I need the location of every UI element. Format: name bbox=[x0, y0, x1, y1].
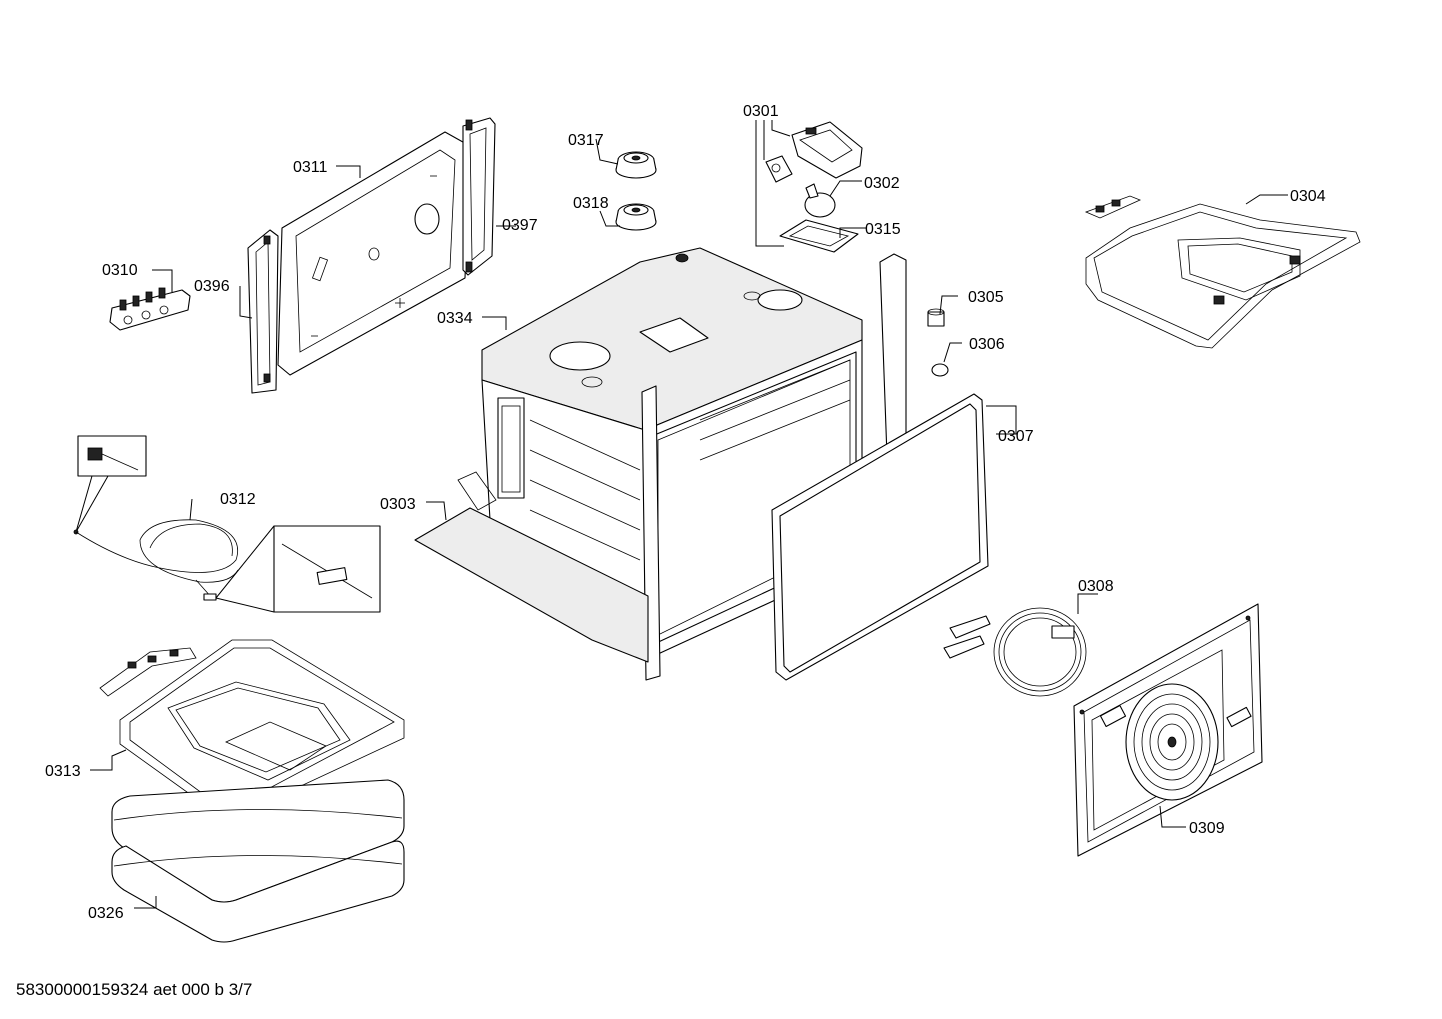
part-0396-frame-seal bbox=[247, 229, 279, 394]
part-0310-terminal-block bbox=[109, 287, 191, 331]
part-0302-lamp-bulb bbox=[804, 183, 836, 218]
label-0334: 0334 bbox=[437, 310, 473, 327]
label-0304: 0304 bbox=[1290, 188, 1326, 205]
leader-lines bbox=[90, 120, 1288, 909]
part-number-labels: 0311 0397 0310 0396 0317 0318 0301 0302 … bbox=[45, 103, 1326, 922]
part-0317-fan-hub bbox=[615, 151, 657, 179]
part-0312-temperature-sensor bbox=[73, 435, 381, 613]
label-0315: 0315 bbox=[865, 221, 901, 238]
label-0312: 0312 bbox=[220, 491, 256, 508]
part-0315-lamp-glass bbox=[779, 219, 859, 253]
part-0311-rear-panel bbox=[277, 131, 471, 376]
label-0308: 0308 bbox=[1078, 578, 1114, 595]
label-0311: 0311 bbox=[293, 159, 328, 176]
part-0397-frame-seal bbox=[462, 117, 496, 276]
label-0309: 0309 bbox=[1189, 820, 1225, 837]
drawing-reference-footer: 58300000159324 aet 000 b 3/7 bbox=[16, 980, 253, 999]
part-0305-lamp-socket bbox=[927, 308, 945, 327]
label-0326: 0326 bbox=[88, 905, 124, 922]
part-0306-cap bbox=[931, 363, 949, 377]
label-0397: 0397 bbox=[502, 217, 538, 234]
part-0326-insulation-mat bbox=[111, 779, 405, 943]
part-0308-ring-heating-element bbox=[943, 607, 1087, 697]
label-0301: 0301 bbox=[743, 103, 779, 120]
label-0302: 0302 bbox=[864, 175, 900, 192]
label-0307: 0307 bbox=[998, 428, 1034, 445]
part-0307-door-seal bbox=[771, 393, 989, 681]
label-0313: 0313 bbox=[45, 763, 81, 780]
label-0317: 0317 bbox=[568, 132, 604, 149]
label-0305: 0305 bbox=[968, 289, 1004, 306]
part-0313-bottom-heating-element bbox=[99, 639, 405, 819]
label-0310: 0310 bbox=[102, 262, 138, 279]
label-0396: 0396 bbox=[194, 278, 230, 295]
label-0306: 0306 bbox=[969, 336, 1005, 353]
part-0304-top-heating-element bbox=[1084, 195, 1361, 349]
part-0303-bottom-plate bbox=[414, 471, 649, 663]
part-0309-fan-cover bbox=[1073, 603, 1263, 857]
part-0318-fan-hub bbox=[615, 203, 657, 231]
label-0318: 0318 bbox=[573, 195, 609, 212]
part-0301-lamp-housing bbox=[765, 121, 863, 183]
label-0303: 0303 bbox=[380, 496, 416, 513]
